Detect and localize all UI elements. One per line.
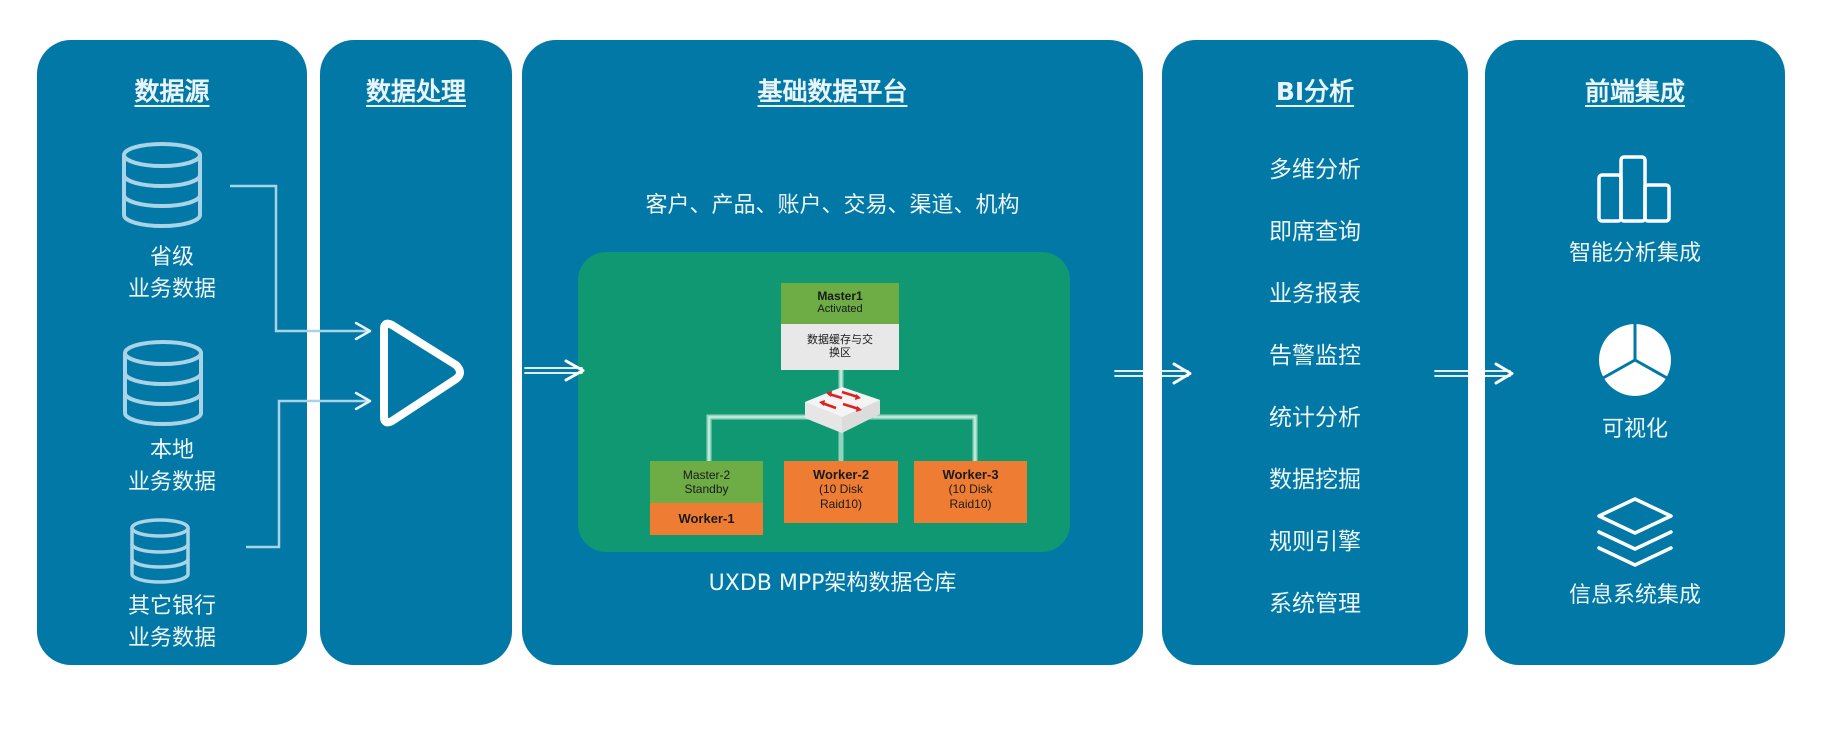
node-worker3-line3: Raid10)	[949, 497, 992, 511]
node-master1-status: Activated	[817, 303, 863, 315]
platform-subjects: 客户、产品、账户、交易、渠道、机构	[645, 193, 1020, 218]
panel-data-processing: 数据处理	[320, 40, 512, 665]
bar-chart-icon	[1597, 155, 1671, 223]
node-master1-cache: 数据缓存与交 换区	[781, 324, 899, 370]
panel-bi-analysis: BI分析 多维分析 即席查询 业务报表 告警监控 统计分析 数据挖掘 规则引擎 …	[1162, 40, 1468, 665]
node-worker2-line2: (10 Disk	[818, 482, 863, 496]
source-label-line1: 其它银行	[127, 594, 216, 619]
platform-footer: UXDB MPP架构数据仓库	[708, 571, 957, 596]
panel-title-frontend: 前端集成	[1485, 72, 1785, 108]
title-text: 基础数据平台	[757, 77, 908, 106]
bi-item[interactable]: 规则引擎	[1269, 529, 1361, 555]
play-icon	[380, 319, 464, 427]
node-master2-name: Master-2	[682, 468, 731, 482]
layers-icon	[1597, 497, 1673, 567]
node-worker2: Worker-2 (10 Disk Raid10)	[784, 461, 898, 523]
title-text: 数据源	[134, 77, 210, 106]
source-label-other-banks: 其它银行 业务数据	[37, 591, 307, 655]
source-label-line1: 省级	[149, 245, 194, 270]
node-master1-desc-line1: 数据缓存与交	[807, 334, 873, 346]
panel-title-data-processing: 数据处理	[320, 72, 512, 108]
node-master2-status: Standby	[684, 482, 729, 496]
node-worker3-name: Worker-3	[942, 467, 999, 482]
source-label-line1: 本地	[149, 438, 194, 463]
node-worker3-line2: (10 Disk	[948, 482, 993, 496]
source-label-provincial: 省级 业务数据	[37, 242, 307, 306]
frontend-label-visualization: 可视化	[1601, 417, 1668, 442]
panel-frontend-integration: 前端集成 智能分析集成 可视化 信息系统集成	[1485, 40, 1785, 665]
node-master1-header: Master1 Activated	[781, 283, 899, 324]
source-label-local: 本地 业务数据	[37, 435, 307, 499]
database-icon	[130, 518, 190, 584]
title-text: 数据处理	[365, 77, 466, 106]
panel-title-data-platform: 基础数据平台	[522, 72, 1143, 108]
node-worker3: Worker-3 (10 Disk Raid10)	[914, 461, 1027, 523]
database-icon	[122, 142, 202, 228]
panel-data-sources: 数据源 省级 业务数据 本地 业务数据 其它银行 业	[37, 40, 307, 665]
bi-item[interactable]: 即席查询	[1269, 219, 1361, 245]
bi-item[interactable]: 业务报表	[1269, 281, 1361, 307]
title-text: 前端集成	[1584, 77, 1685, 106]
node-worker1: Worker-1	[650, 503, 763, 535]
bi-item[interactable]: 多维分析	[1269, 157, 1361, 183]
frontend-label-system-integration: 信息系统集成	[1568, 583, 1701, 608]
panel-title-bi: BI分析	[1162, 72, 1468, 108]
node-worker2-line3: Raid10)	[819, 497, 863, 511]
bi-item[interactable]: 数据挖掘	[1269, 467, 1361, 493]
pie-chart-icon	[1599, 323, 1671, 396]
node-master2: Master-2 Standby	[650, 461, 763, 503]
title-text: BI分析	[1275, 77, 1355, 106]
source-label-line2: 业务数据	[127, 626, 216, 651]
node-worker2-name: Worker-2	[812, 467, 870, 482]
bi-item[interactable]: 告警监控	[1269, 343, 1361, 369]
source-label-line2: 业务数据	[127, 277, 216, 302]
database-icon	[123, 340, 203, 426]
frontend-label-analytics: 智能分析集成	[1568, 241, 1701, 266]
bi-item[interactable]: 系统管理	[1269, 591, 1361, 617]
node-master1-name: Master1	[817, 289, 863, 303]
bi-item[interactable]: 统计分析	[1269, 405, 1361, 431]
panel-title-data-sources: 数据源	[37, 72, 307, 108]
node-worker1-name: Worker-1	[678, 511, 735, 526]
source-label-line2: 业务数据	[127, 470, 216, 495]
node-master1-desc-line2: 换区	[829, 347, 851, 359]
